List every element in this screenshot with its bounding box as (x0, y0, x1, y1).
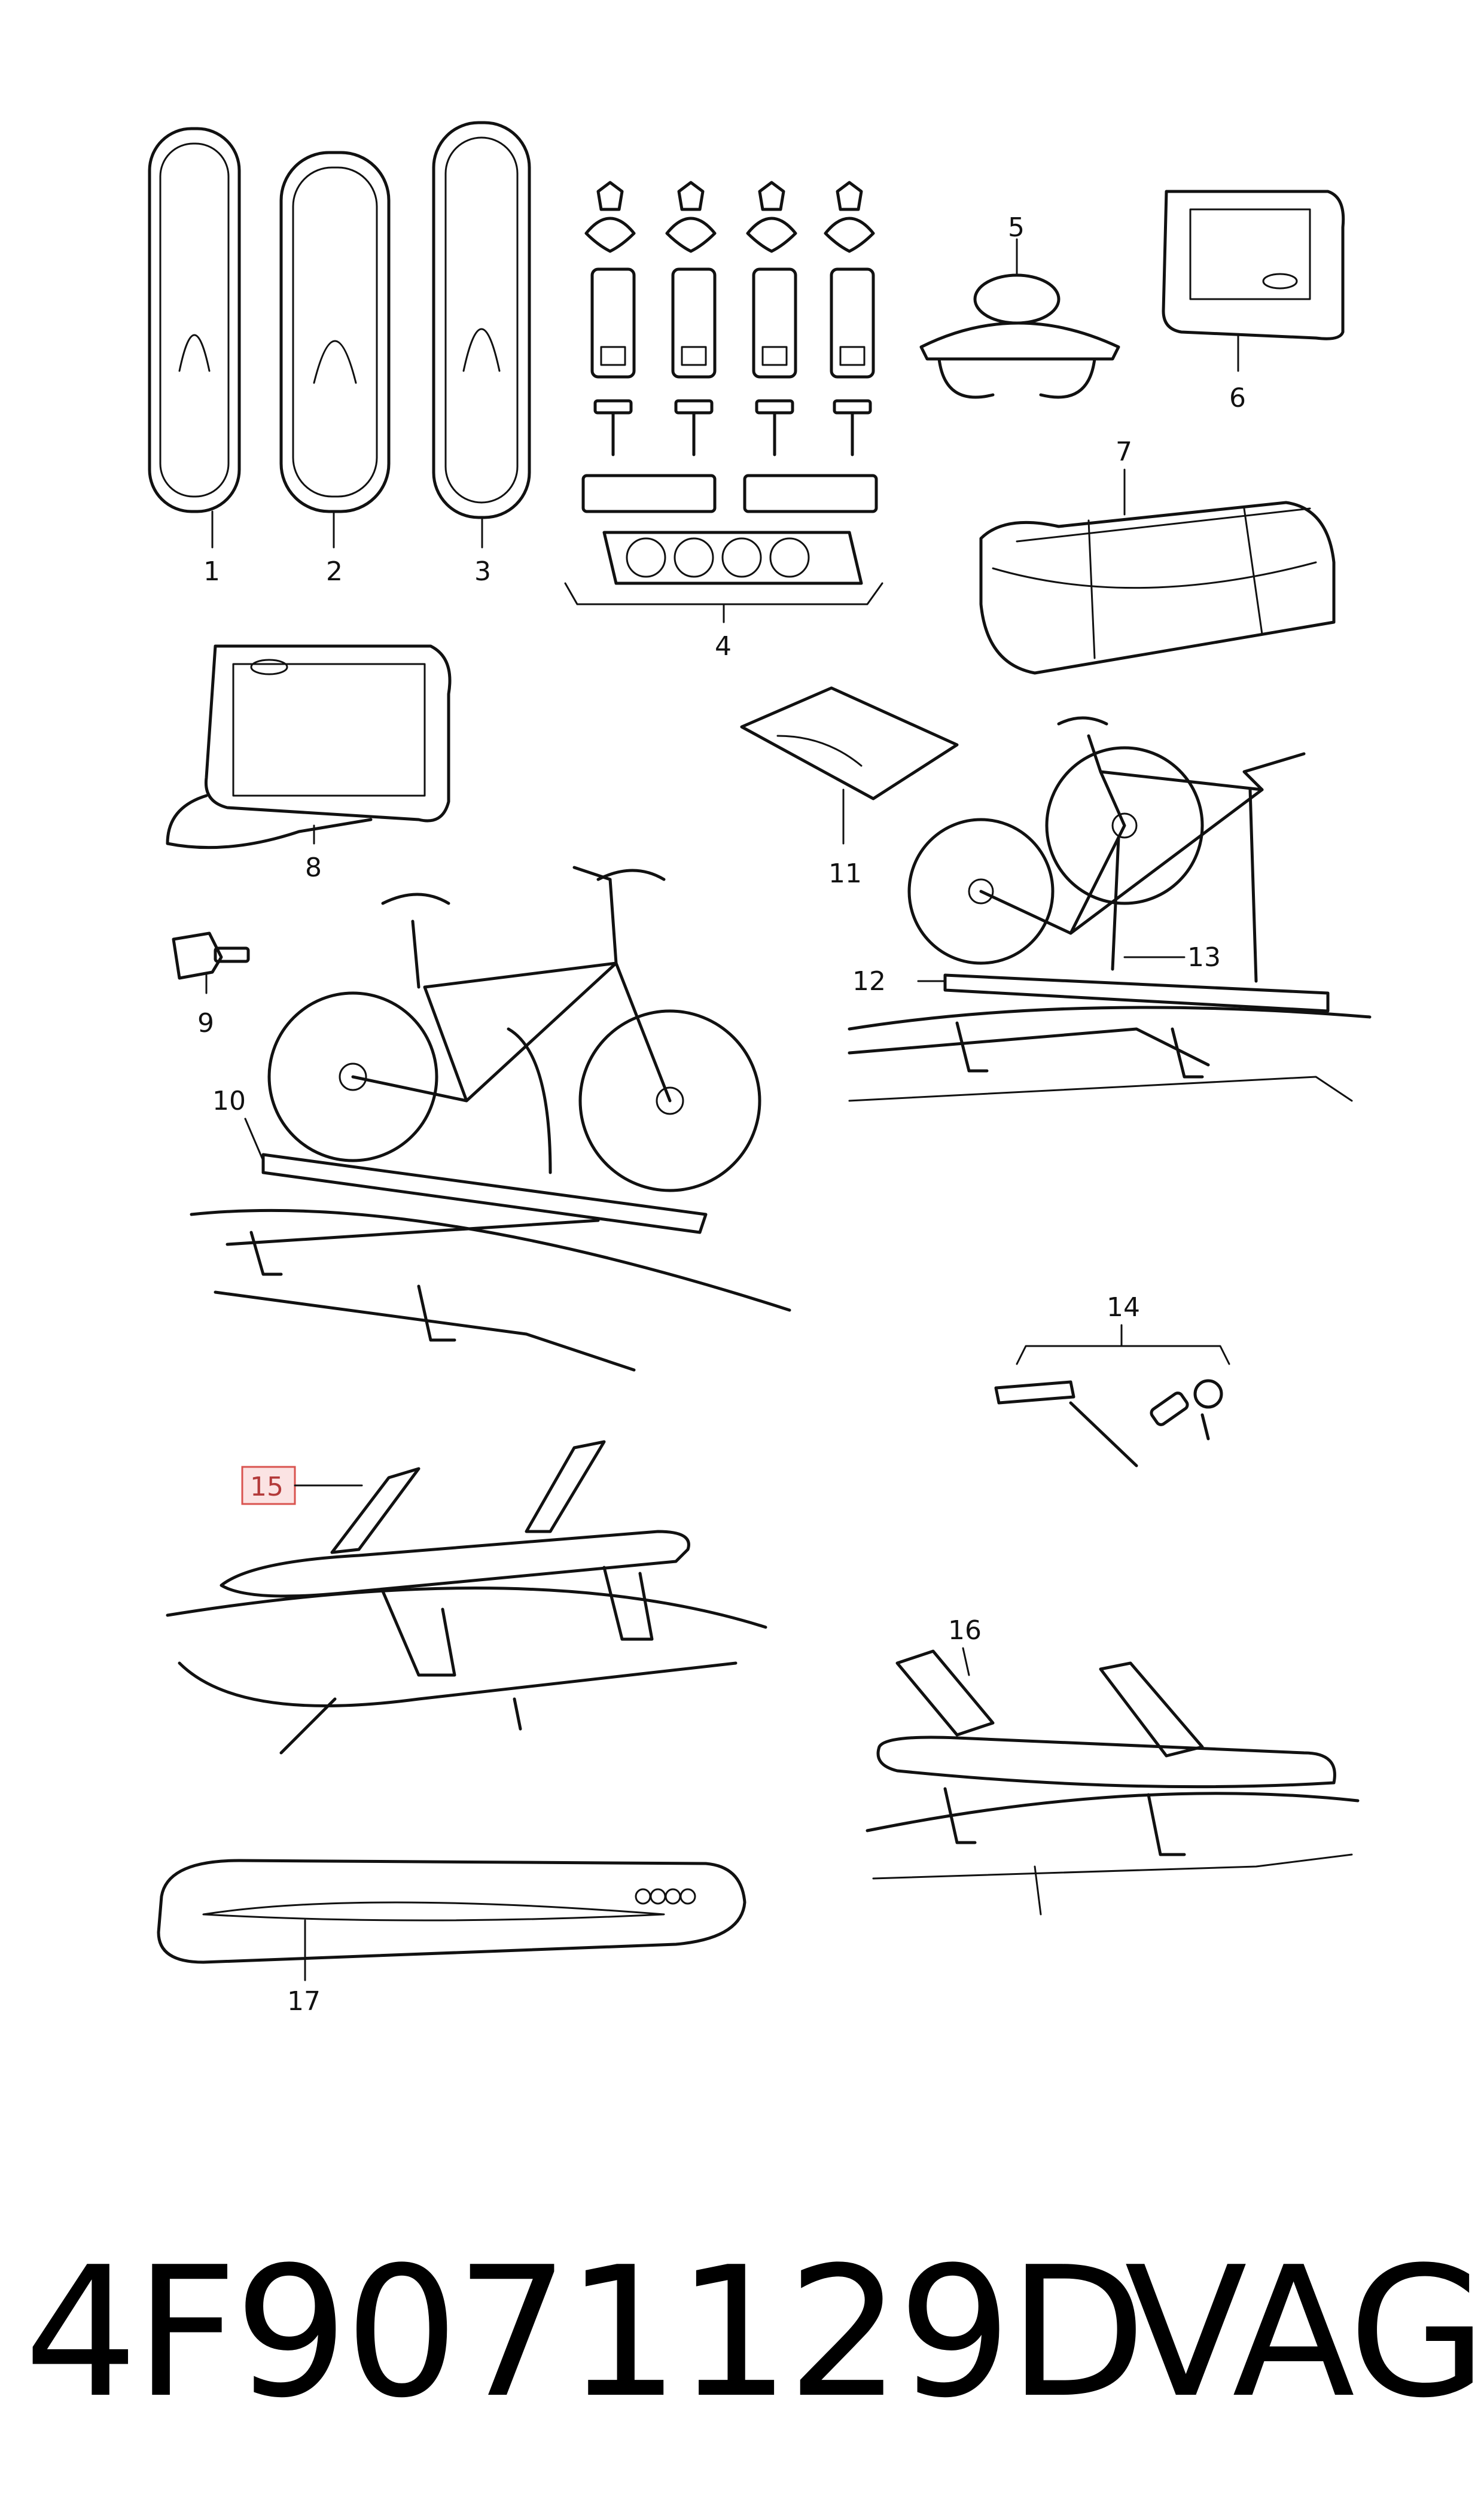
mounting-kit-illustration (564, 181, 883, 605)
callout-6: 6 (1229, 383, 1246, 413)
roof-box-17-illustration (157, 1859, 746, 1964)
callout-13: 13 (1187, 942, 1221, 973)
suction-holder-illustration (919, 273, 1120, 399)
callout-12: 12 (852, 966, 886, 997)
callout-5: 5 (1008, 212, 1025, 243)
callout-9: 9 (197, 1008, 214, 1039)
roof-bag-8-illustration (166, 644, 452, 850)
roof-box-1-illustration (148, 127, 241, 513)
storage-bag-6-illustration (1162, 190, 1345, 340)
footer: 4F9071129D VAG (0, 2208, 1484, 2459)
lock-set-illustration (994, 1379, 1223, 1467)
bike-carrier-10-scene-illustration (190, 866, 791, 1372)
callout-3: 3 (474, 556, 491, 587)
accessories-exploded-diagram: 1 2 3 4 5 (148, 121, 1372, 2017)
bike-carrier-roof-scene-illustration (848, 716, 1372, 1102)
pouch-illustration (740, 686, 959, 800)
callout-11: 11 (828, 858, 862, 889)
callout-7: 7 (1116, 437, 1132, 467)
key-illustration (172, 931, 250, 980)
snowboard-holder-15-scene-illustration (166, 1440, 767, 1755)
callout-17: 17 (287, 1986, 321, 2017)
roof-box-3-illustration (432, 121, 531, 519)
callout-15: 15 (250, 1472, 284, 1502)
callout-10: 10 (212, 1086, 246, 1116)
snowboard-holder-16-scene-illustration (866, 1649, 1360, 1916)
roof-box-2-illustration (279, 151, 391, 513)
part-number: 4F9071129D (24, 2228, 1147, 2437)
callout-4: 4 (715, 631, 732, 662)
callout-8: 8 (305, 852, 322, 883)
callout-1: 1 (203, 556, 220, 587)
brand-label: VAG (1125, 2228, 1484, 2437)
roof-bag-7-illustration (979, 501, 1336, 675)
callout-14: 14 (1107, 1292, 1140, 1323)
callout-16: 16 (948, 1615, 982, 1646)
callout-2: 2 (326, 556, 343, 587)
